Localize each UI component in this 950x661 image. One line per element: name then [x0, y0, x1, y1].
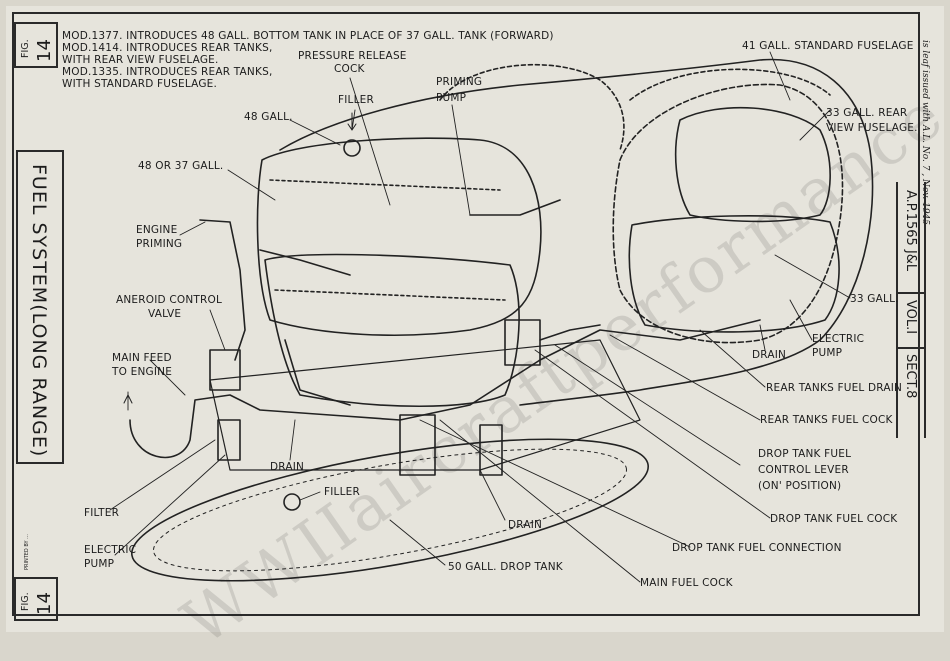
- canopy: [439, 63, 625, 151]
- mod-note-3: WITH REAR VIEW FUSELAGE.: [62, 54, 219, 66]
- rear-frame: [612, 83, 844, 344]
- drawing-frame: [12, 12, 920, 616]
- label-pressure-release-cock: COCK: [334, 63, 365, 75]
- right-panel-box: A.P.1565 J&L VOL.I SECT.8: [896, 182, 926, 438]
- label-filter: FILTER: [84, 507, 120, 519]
- mod-note-2: MOD.1414. INTRODUCES REAR TANKS,: [62, 42, 273, 54]
- belly-fairing: [209, 339, 641, 471]
- label-filler-top: FILLER: [338, 94, 374, 106]
- drop-tank-connection: [399, 414, 436, 476]
- label-priming-pump-1: PRIMING: [436, 76, 483, 88]
- label-priming-pump-2: PUMP: [436, 92, 467, 104]
- label-pressure-release: PRESSURE RELEASE: [298, 50, 407, 62]
- fig-box-bottom: FIG. 14: [14, 577, 58, 621]
- fuselage-outline: [279, 58, 874, 406]
- label-rear-tanks-drain: REAR TANKS FUEL DRAIN: [766, 382, 903, 394]
- volume-ref: VOL.I: [903, 300, 918, 335]
- side-title: FUEL SYSTEM(LONG RANGE): [28, 164, 50, 458]
- drain-strut: [479, 424, 503, 476]
- label-electric-pump-left-1: ELECTRIC: [84, 544, 137, 556]
- label-drain-right: DRAIN: [752, 349, 787, 361]
- mod-note-4: MOD.1335. INTRODUCES REAR TANKS,: [62, 66, 273, 78]
- label-drop-tank-connection: DROP TANK FUEL CONNECTION: [672, 542, 842, 554]
- fig-number-top: 14: [34, 39, 55, 62]
- mod-note-5: WITH STANDARD FUSELAGE.: [62, 78, 218, 90]
- side-title-box: FUEL SYSTEM(LONG RANGE): [16, 150, 64, 464]
- label-33-gall-rear-2: VIEW FUSELAGE.: [826, 122, 918, 134]
- label-engine-priming-2: PRIMING: [136, 238, 183, 250]
- drop-tank-cock-body: [504, 319, 541, 366]
- label-33-gall-rear-1: 33 GALL. REAR: [826, 107, 908, 119]
- label-control-lever-1: DROP TANK FUEL: [758, 448, 852, 460]
- label-48-or-37-gall: 48 OR 37 GALL.: [138, 160, 224, 172]
- label-electric-pump-right-2: PUMP: [812, 347, 843, 359]
- label-33-gall: 33 GALL.: [850, 293, 899, 305]
- label-drop-tank-cock: DROP TANK FUEL COCK: [770, 513, 898, 525]
- lower-tank: [264, 253, 520, 407]
- filler-cap-top: [343, 139, 361, 157]
- label-control-lever-2: CONTROL LEVER: [758, 464, 849, 476]
- label-control-lever-3: (ON' POSITION): [758, 480, 842, 492]
- mod-note-1: MOD.1377. INTRODUCES 48 GALL. BOTTOM TAN…: [62, 30, 554, 42]
- label-aneroid-1: ANEROID CONTROL: [116, 294, 223, 306]
- fig-label-top: FIG.: [20, 39, 31, 58]
- label-rear-tanks-cock: REAR TANKS FUEL COCK: [760, 414, 893, 426]
- printer-note: PRINTED BY ...: [24, 534, 30, 570]
- label-drain-mid: DRAIN: [508, 519, 543, 531]
- fig-label-bottom: FIG.: [20, 592, 31, 611]
- drop-tank-50: [131, 438, 649, 582]
- rear-tank-33-upper: [674, 106, 831, 223]
- upper-tank-48: [256, 137, 542, 336]
- publication-ref: A.P.1565 J&L: [903, 190, 918, 272]
- label-drain-left: DRAIN: [270, 461, 305, 473]
- label-48-gall: 48 GALL.: [244, 111, 293, 123]
- label-main-feed-2: TO ENGINE: [112, 366, 173, 378]
- fig-number-bottom: 14: [34, 592, 55, 615]
- section-ref: SECT.8: [903, 354, 918, 399]
- main-feed-pipe: [129, 319, 761, 459]
- filler-cap-bottom: [283, 493, 301, 511]
- label-main-feed-1: MAIN FEED: [112, 352, 172, 364]
- drawing-sheet: [6, 6, 944, 632]
- label-main-fuel-cock: MAIN FUEL COCK: [640, 577, 733, 589]
- label-engine-priming-1: ENGINE: [136, 224, 178, 236]
- rear-tank-41: [629, 68, 831, 101]
- label-filler-bottom: FILLER: [324, 486, 360, 498]
- fuel-system-diagram: [109, 51, 874, 583]
- label-drop-tank: 50 GALL. DROP TANK: [448, 561, 563, 573]
- fig-box-top: FIG. 14: [14, 22, 58, 68]
- electric-pump-body: [217, 419, 241, 461]
- rear-tank-33-lower: [628, 215, 840, 333]
- label-41-gall: 41 GALL. STANDARD FUSELAGE: [742, 40, 914, 52]
- label-electric-pump-right-1: ELECTRIC: [812, 333, 865, 345]
- label-electric-pump-left-2: PUMP: [84, 558, 115, 570]
- label-aneroid-2: VALVE: [148, 308, 182, 320]
